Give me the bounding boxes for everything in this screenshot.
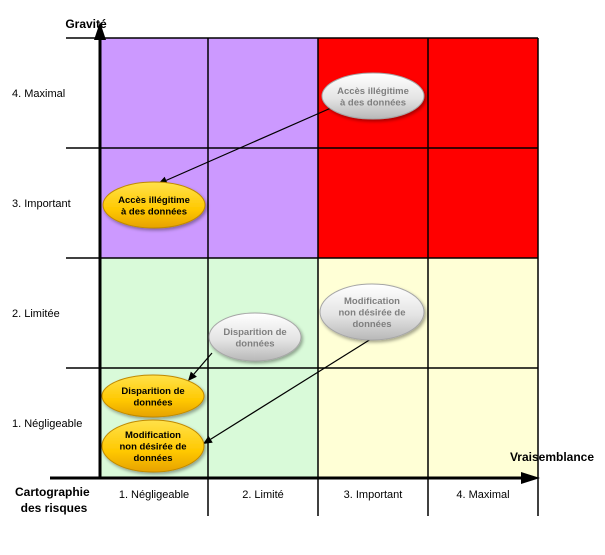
y-axis-arrowhead (94, 22, 106, 40)
risk-bubble-shape (102, 181, 206, 229)
arrow-line (165, 107, 332, 181)
y-level-label: 2. Limitée (12, 308, 60, 320)
risk-bubble-shape (319, 283, 425, 341)
risk-bubble-line: données (133, 453, 172, 464)
arrow-modification-before (203, 338, 372, 444)
risk-cell-red (428, 38, 538, 148)
grid-lines (66, 37, 539, 516)
risk-bubble-line: à des données (121, 206, 187, 217)
risk-cell-yellow (318, 368, 428, 478)
risk-cell-red (318, 148, 428, 258)
x-level-label: 3. Important (344, 489, 403, 501)
risk-bubble-line: Disparition de (121, 386, 184, 397)
y-axis-title: Gravité (65, 17, 107, 31)
x-axis-arrowhead (521, 472, 540, 484)
risk-bubble-shape (321, 72, 425, 120)
risk-bubble-shape (101, 374, 205, 418)
corner-label: Cartographie des risques (15, 485, 93, 515)
arrow-head (188, 371, 197, 381)
risk-bubble-line: Accès illégitime (118, 195, 190, 206)
arrow-disparition-before (188, 352, 213, 381)
risk-cell-red (428, 148, 538, 258)
risk-cell-yellow (428, 258, 538, 368)
risk-bubble-line: Accès illégitime (337, 86, 409, 97)
risk-cell-purple (208, 148, 318, 258)
risk-cell-purple (208, 38, 318, 148)
x-level-label: 2. Limité (242, 489, 284, 501)
risk-bubble-line: Modification (125, 430, 181, 441)
risk-cell-green (208, 368, 318, 478)
risk-cell-green (100, 258, 208, 368)
x-axis-title: Vraisemblance (510, 450, 594, 464)
risk-bubble-line: Disparition de (223, 327, 286, 338)
risk-bubble-line: données (133, 397, 172, 408)
risk-cell-yellow (428, 368, 538, 478)
risk-bubble-shape (208, 312, 302, 362)
x-level-labels: 1. Négligeable 2. Limité 3. Important 4. Ma… (119, 489, 510, 501)
corner-label-line: Cartographie (15, 485, 90, 499)
risk-bubble-line: non désirée de (119, 442, 186, 453)
arrow-head (203, 435, 213, 444)
arrows (158, 107, 372, 444)
risk-bubble-line: données (352, 319, 391, 330)
x-level-label: 4. Maximal (456, 489, 509, 501)
risk-cell-purple (100, 38, 208, 148)
corner-label-line: des risques (21, 501, 88, 515)
x-level-label: 1. Négligeable (119, 489, 189, 501)
risk-bubble-line: à des données (340, 97, 406, 108)
y-level-label: 1. Négligeable (12, 418, 82, 430)
arrow-line (210, 338, 372, 440)
y-level-labels: 4. Maximal 3. Important 2. Limitée 1. Négli… (12, 88, 82, 430)
arrow-line (193, 352, 213, 375)
axes (50, 22, 540, 484)
risk-bubble-shape (101, 419, 205, 473)
y-level-label: 4. Maximal (12, 88, 65, 100)
risk-bubble-line: données (235, 338, 274, 349)
risk-bubble-line: Modification (344, 296, 400, 307)
risk-bubble-line: non désirée de (338, 308, 405, 319)
y-level-label: 3. Important (12, 198, 71, 210)
